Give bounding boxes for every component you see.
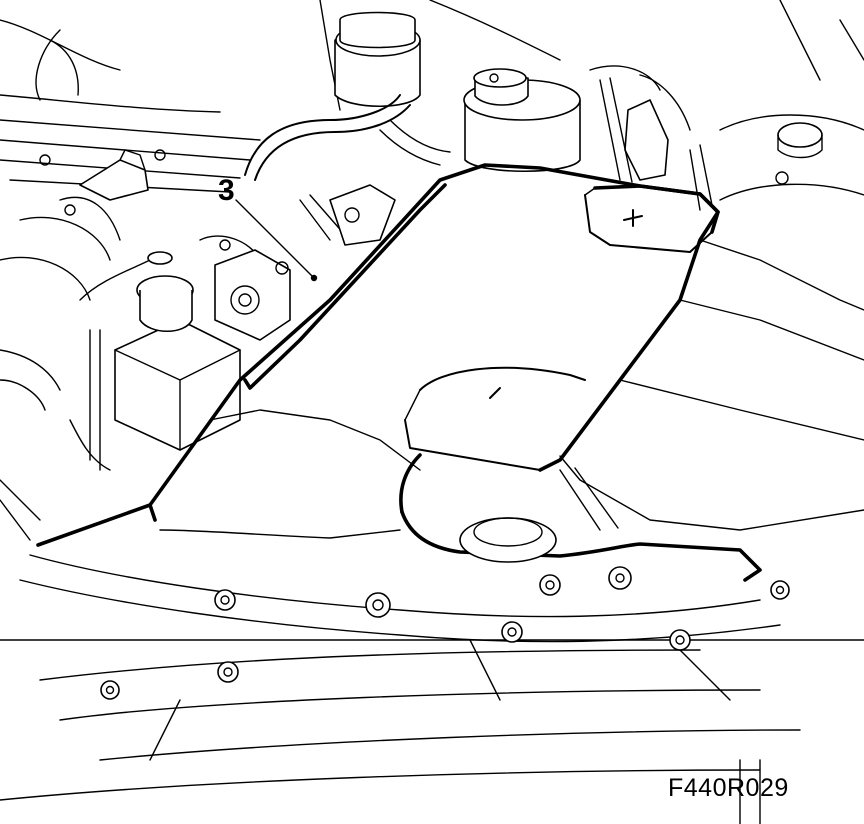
callout-number-3: 3 [218, 174, 235, 207]
bolt [608, 566, 632, 590]
bolt [669, 629, 691, 651]
front-crossmember [0, 517, 864, 824]
battery-cover [36, 163, 864, 582]
callout-leader [235, 199, 318, 282]
figure-code: F440R029 [668, 774, 789, 802]
bolt [501, 621, 523, 643]
bolt [365, 592, 391, 618]
bolt [214, 589, 236, 611]
bolt [100, 680, 120, 700]
bolt [770, 580, 790, 600]
upper-components [244, 0, 864, 211]
terminal-markings [489, 209, 643, 399]
engine-bay-background [0, 19, 261, 541]
abs-module [114, 184, 396, 451]
bolt [539, 574, 561, 596]
bolt [217, 661, 239, 683]
